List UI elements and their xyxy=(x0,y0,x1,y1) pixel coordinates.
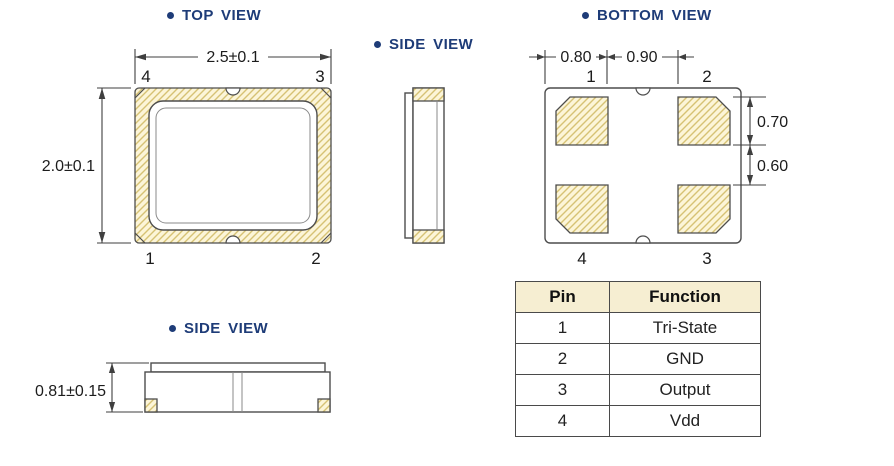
caption-text: BOTTOM VIEW xyxy=(597,7,712,24)
table-row: 3 Output xyxy=(515,374,761,406)
pin-label: 1 xyxy=(586,67,595,86)
pin-label: 3 xyxy=(315,67,324,86)
side-view-right-seal xyxy=(317,398,331,413)
top-view-width-dimension: 2.5±0.1 xyxy=(134,49,332,84)
top-view-height-dimension: 2.0±0.1 xyxy=(42,87,131,244)
caption-text: SIDE VIEW xyxy=(389,36,474,53)
top-view-cavity-ring xyxy=(148,100,318,231)
function-cell: Tri-State xyxy=(609,312,761,344)
bullet-icon xyxy=(169,325,176,332)
pin-cell: 4 xyxy=(515,405,610,437)
dimension-label: 0.80 xyxy=(560,49,591,66)
pin-label: 1 xyxy=(145,249,154,268)
top-view-top-notch xyxy=(225,87,241,96)
side-view-bottom-caption: SIDE VIEW xyxy=(169,320,268,337)
pad-bottom-left xyxy=(555,184,609,234)
dimension-label: 0.81±0.15 xyxy=(35,383,106,400)
dimension-label: 0.70 xyxy=(757,114,788,131)
table-row: 1 Tri-State xyxy=(515,312,761,344)
dimension-label: 2.0±0.1 xyxy=(42,158,95,175)
side-view-top-seal xyxy=(412,87,445,102)
dimension-label: 0.60 xyxy=(757,158,788,175)
top-view-cavity-inner xyxy=(155,107,311,224)
dimension-label: 2.5±0.1 xyxy=(206,49,259,66)
bottom-view-drawing: 1 2 4 3 0.80 0.90 xyxy=(529,49,788,268)
pad-bottom-right xyxy=(677,184,731,234)
side-view-body xyxy=(412,87,445,244)
top-view-corner-chamfers xyxy=(134,87,332,244)
pin-label: 2 xyxy=(311,249,320,268)
side-view-left-seal xyxy=(144,398,158,413)
table-row: 2 GND xyxy=(515,343,761,375)
side-view-body xyxy=(144,371,331,413)
pin-cell: 2 xyxy=(515,343,610,375)
pin-label: 2 xyxy=(702,67,711,86)
bottom-view-caption: BOTTOM VIEW xyxy=(582,7,712,24)
caption-text: SIDE VIEW xyxy=(184,320,269,337)
side-view-bottom-drawing: 0.81±0.15 xyxy=(35,362,331,413)
function-cell: GND xyxy=(609,343,761,375)
side-view-top-caption: SIDE VIEW xyxy=(374,36,473,53)
pin-label: 3 xyxy=(702,249,711,268)
side-view-height-dimension: 0.81±0.15 xyxy=(35,362,149,413)
function-cell: Output xyxy=(609,374,761,406)
bullet-icon xyxy=(374,41,381,48)
pad-top-left xyxy=(555,96,609,146)
bullet-icon xyxy=(167,12,174,19)
function-cell: Vdd xyxy=(609,405,761,437)
bottom-view-vertical-dimensions: 0.70 0.60 xyxy=(733,96,788,186)
table-row: 4 Vdd xyxy=(515,405,761,437)
side-view-bottom-seal xyxy=(412,229,445,244)
pin-function-table: Pin Function 1 Tri-State 2 GND 3 Output … xyxy=(515,281,761,437)
bottom-view-top-notch xyxy=(635,87,651,96)
side-view-lid-plate xyxy=(150,362,326,373)
top-view-bottom-notch xyxy=(225,235,241,244)
dimension-label: 0.90 xyxy=(626,49,657,66)
side-view-lid-plate xyxy=(404,92,414,239)
function-column-header: Function xyxy=(609,281,761,313)
bullet-icon xyxy=(582,12,589,19)
pin-cell: 3 xyxy=(515,374,610,406)
pad-top-right xyxy=(677,96,731,146)
top-view-drawing: 4 3 1 2 2.5±0.1 2.0±0.1 xyxy=(42,49,332,268)
pin-label: 4 xyxy=(141,67,150,86)
bottom-view-horizontal-dimensions: 0.80 0.90 xyxy=(529,49,694,84)
caption-text: TOP VIEW xyxy=(182,7,261,24)
side-view-top-drawing xyxy=(404,87,445,244)
pin-cell: 1 xyxy=(515,312,610,344)
pin-label: 4 xyxy=(577,249,586,268)
pin-column-header: Pin xyxy=(515,281,610,313)
table-header-row: Pin Function xyxy=(515,281,761,313)
top-view-caption: TOP VIEW xyxy=(167,7,261,24)
bottom-view-bottom-notch xyxy=(635,235,651,244)
